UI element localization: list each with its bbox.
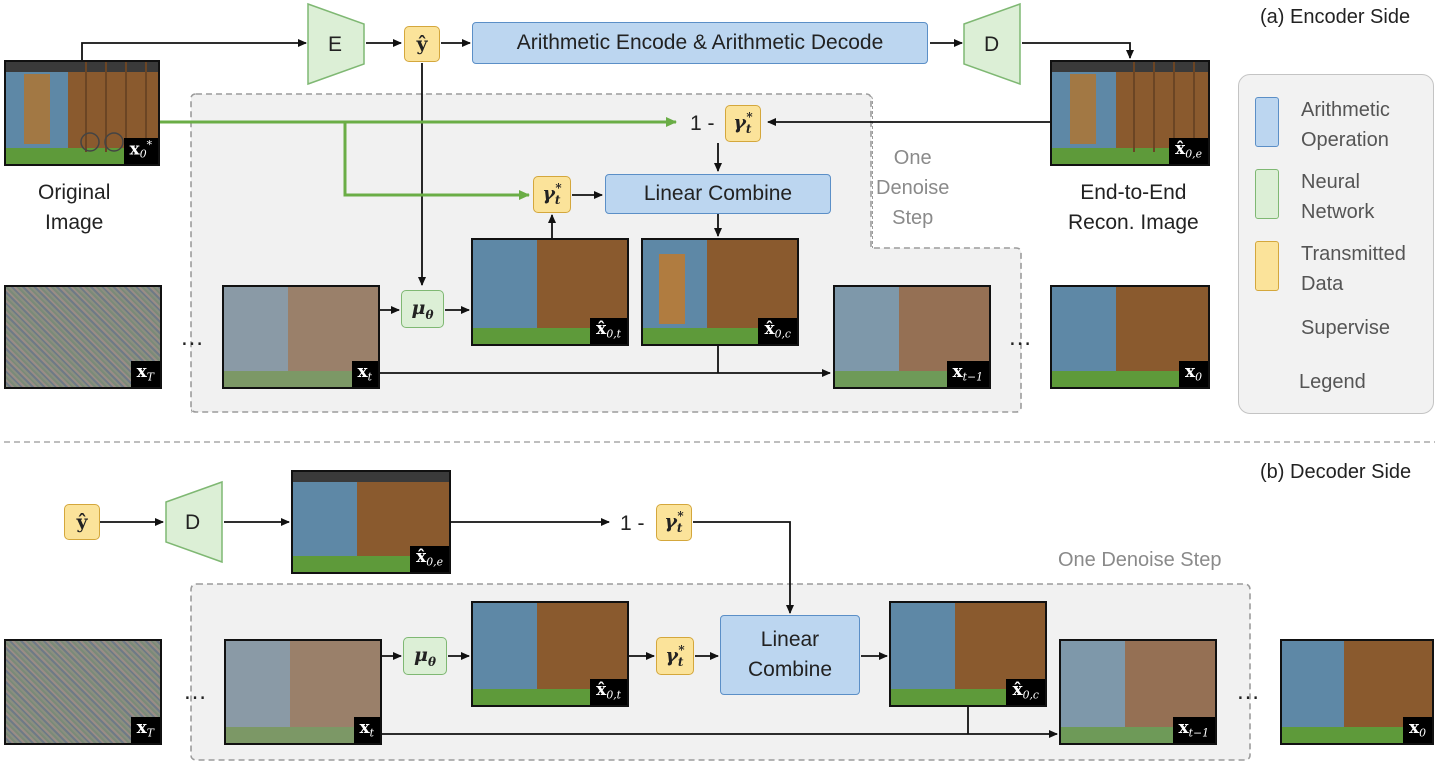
encoder-E-network	[307, 2, 365, 86]
legend-swatch-arithmetic	[1255, 97, 1279, 147]
gamma-symbol: γt*	[665, 642, 685, 670]
decoder-linear-combine-box: Linear Combine	[720, 615, 860, 695]
e2e-recon-image-x0e: x̂0,e	[1050, 60, 1210, 166]
decoder-noisy-image-xt: xt	[224, 639, 382, 745]
decoder-D-label: D	[185, 511, 201, 534]
decoder-pred-image-x0t: x̂0,t	[471, 601, 629, 707]
encoder-ellipsis-left: …	[180, 324, 204, 351]
shed-photo	[1282, 641, 1432, 743]
decoder-recon-image-x0e: x̂0,e	[291, 470, 451, 574]
decoder-y-hat-box: ŷ	[64, 504, 100, 540]
image-tag-x0e: x̂0,e	[1169, 138, 1208, 164]
encoder-gamma-box-top: γt*	[725, 105, 761, 142]
arithmetic-label: Arithmetic Encode & Arithmetic Decode	[516, 31, 884, 54]
noisy-image-xt: xt	[222, 285, 380, 389]
decoder-gamma-box-top: γt*	[656, 504, 692, 541]
e2e-recon-caption: End-to-End Recon. Image	[1068, 181, 1199, 234]
image-tag-xT: xT	[130, 361, 160, 387]
decoder-combined-image-x0c: x̂0,c	[889, 601, 1047, 707]
noisy-shed-photo	[224, 287, 378, 387]
legend-swatch-neural	[1255, 169, 1279, 219]
y-hat-label: ŷ	[76, 511, 88, 533]
noisy-shed-photo	[226, 641, 380, 743]
y-hat-label: ŷ	[416, 33, 428, 55]
image-tag-x0t: x̂0,t	[590, 679, 627, 705]
legend-title: Legend	[1299, 371, 1366, 393]
decoder-D-network	[165, 480, 223, 564]
image-tag-xt: xt	[351, 361, 378, 387]
image-tag-x0star: x0*	[123, 138, 158, 164]
legend-label-arithmetic: Arithmetic Operation	[1301, 99, 1390, 151]
encoder-one-minus-label: 1 -	[690, 112, 715, 135]
image-tag-x0: x0	[1178, 361, 1208, 387]
mu-theta-symbol: μθ	[414, 643, 436, 669]
image-tag-xt1: xt−1	[946, 361, 989, 387]
image-tag-x0c: x̂0,c	[758, 318, 797, 344]
encoder-ellipsis-right: …	[1008, 324, 1032, 351]
encoder-D-network	[963, 2, 1021, 86]
gamma-symbol: γt*	[542, 181, 562, 208]
decoder-step-label: One Denoise Step	[1058, 549, 1222, 571]
image-tag-x0t: x̂0,t	[590, 318, 627, 344]
encoder-side-title: (a) Encoder Side	[1260, 6, 1411, 28]
decoder-next-image-xt1: xt−1	[1059, 639, 1217, 745]
image-tag-xt1: xt−1	[1172, 717, 1215, 743]
image-tag-xT: xT	[130, 717, 160, 743]
decoder-noise-image-xT: xT	[4, 639, 162, 745]
image-tag-x0: x0	[1402, 717, 1432, 743]
next-image-xt1: xt−1	[833, 285, 991, 389]
legend-swatch-transmitted	[1255, 241, 1279, 291]
original-image-x0star: x0*	[4, 60, 160, 166]
decoder-ellipsis-right: …	[1236, 678, 1260, 705]
decoder-side-title: (b) Decoder Side	[1260, 461, 1412, 483]
encoder-y-hat-box: ŷ	[404, 26, 440, 62]
encoder-mu-theta-box: μθ	[401, 290, 444, 328]
encoder-gamma-box-mid: γt*	[533, 176, 571, 213]
original-image-caption: Original Image	[38, 181, 111, 234]
combined-image-x0c: x̂0,c	[641, 238, 799, 346]
encoder-D-label: D	[984, 33, 1000, 56]
arithmetic-encode-decode-box: Arithmetic Encode & Arithmetic Decode	[472, 22, 928, 64]
legend-panel: Arithmetic Operation Neural Network Tran…	[1238, 74, 1434, 414]
encoder-linear-combine-box: Linear Combine	[605, 174, 831, 214]
decoder-ellipsis-left: …	[183, 678, 207, 705]
linear-combine-label: Linear Combine	[643, 182, 793, 205]
encoder-step-label: One Denoise Step	[876, 147, 950, 229]
decoder-gamma-box-mid: γt*	[656, 637, 694, 675]
pred-image-x0t: x̂0,t	[471, 238, 629, 346]
image-tag-x0c: x̂0,c	[1006, 679, 1045, 705]
legend-label-transmitted: Transmitted Data	[1301, 243, 1406, 295]
decoder-mu-theta-box: μθ	[403, 637, 447, 675]
image-tag-xt: xt	[353, 717, 380, 743]
gamma-symbol: γt*	[664, 509, 684, 536]
encoder-E-label: E	[328, 33, 343, 56]
legend-label-supervise: Supervise	[1301, 317, 1390, 339]
final-image-x0: x0	[1050, 285, 1210, 389]
linear-combine-label: Linear Combine	[747, 628, 833, 681]
legend-label-neural: Neural Network	[1301, 171, 1375, 223]
decoder-final-image-x0: x0	[1280, 639, 1434, 745]
gamma-symbol: γt*	[733, 110, 753, 137]
image-tag-x0e: x̂0,e	[410, 546, 449, 572]
mu-theta-symbol: μθ	[411, 296, 434, 322]
noise-image-xT: xT	[4, 285, 162, 389]
decoder-one-minus-label: 1 -	[620, 512, 645, 535]
shed-photo	[1052, 287, 1208, 387]
